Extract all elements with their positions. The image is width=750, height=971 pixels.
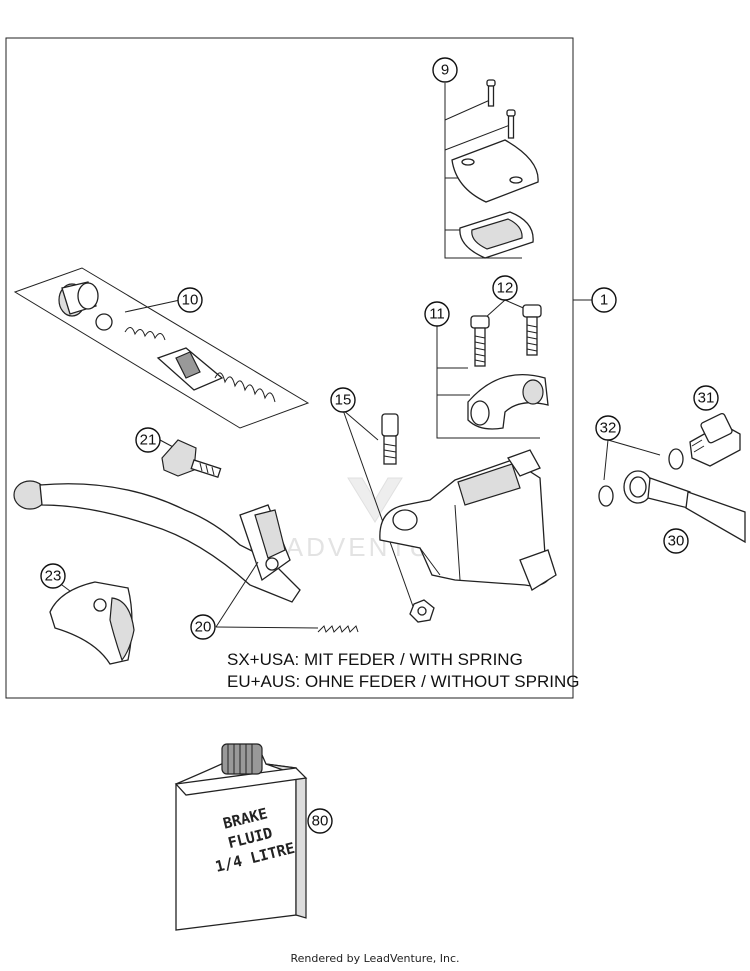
- callout-32-label: 32: [600, 420, 617, 437]
- callout-21-label: 21: [140, 432, 157, 449]
- part-30-31-32-brake-line[interactable]: [598, 412, 746, 544]
- part-23-lever-cover[interactable]: [49, 581, 135, 665]
- callout-10[interactable]: 10: [177, 287, 203, 313]
- callout-20[interactable]: 20: [190, 614, 216, 640]
- note-with-spring: SX+USA: MIT FEDER / WITH SPRING: [227, 650, 523, 669]
- footer-credit: Rendered by LeadVenture, Inc.: [290, 952, 460, 965]
- callout-11-label: 11: [429, 306, 445, 323]
- callout-20-label: 20: [195, 619, 212, 636]
- callout-15[interactable]: 15: [330, 387, 356, 413]
- part-21-adjuster[interactable]: [159, 439, 222, 479]
- callout-80-label: 80: [312, 813, 329, 830]
- part-11-12-clamp[interactable]: [436, 299, 549, 439]
- note-without-spring: EU+AUS: OHNE FEDER / WITHOUT SPRING: [227, 672, 579, 691]
- callout-31[interactable]: 31: [693, 385, 719, 411]
- callout-12[interactable]: 12: [492, 275, 518, 301]
- callout-30[interactable]: 30: [663, 528, 689, 554]
- callout-23[interactable]: 23: [40, 563, 66, 589]
- part-20-lever[interactable]: [13, 480, 359, 633]
- callout-32[interactable]: 32: [595, 415, 621, 441]
- callout-21[interactable]: 21: [135, 427, 161, 453]
- callout-9-label: 9: [441, 62, 449, 79]
- part-15-pivot-bolt[interactable]: [342, 409, 435, 623]
- assembly-frame: [5, 37, 574, 699]
- callout-1-label: 1: [600, 292, 608, 309]
- part-10-piston-kit[interactable]: [13, 267, 310, 429]
- callout-31-label: 31: [698, 390, 715, 407]
- callout-12-label: 12: [497, 280, 514, 297]
- callout-15-label: 15: [335, 392, 352, 409]
- part-80-brake-fluid[interactable]: BRAKE FLUID 1/4 LITRE: [174, 743, 308, 931]
- callout-80[interactable]: 80: [307, 808, 333, 834]
- callout-1[interactable]: 1: [591, 287, 617, 313]
- callout-10-label: 10: [182, 292, 199, 309]
- callout-23-label: 23: [45, 568, 62, 585]
- callout-11[interactable]: 11: [424, 301, 450, 327]
- callout-9[interactable]: 9: [432, 57, 458, 83]
- master-cylinder-body[interactable]: [379, 449, 557, 591]
- callout-30-label: 30: [668, 533, 685, 550]
- part-9-reservoir-cover[interactable]: [444, 79, 539, 259]
